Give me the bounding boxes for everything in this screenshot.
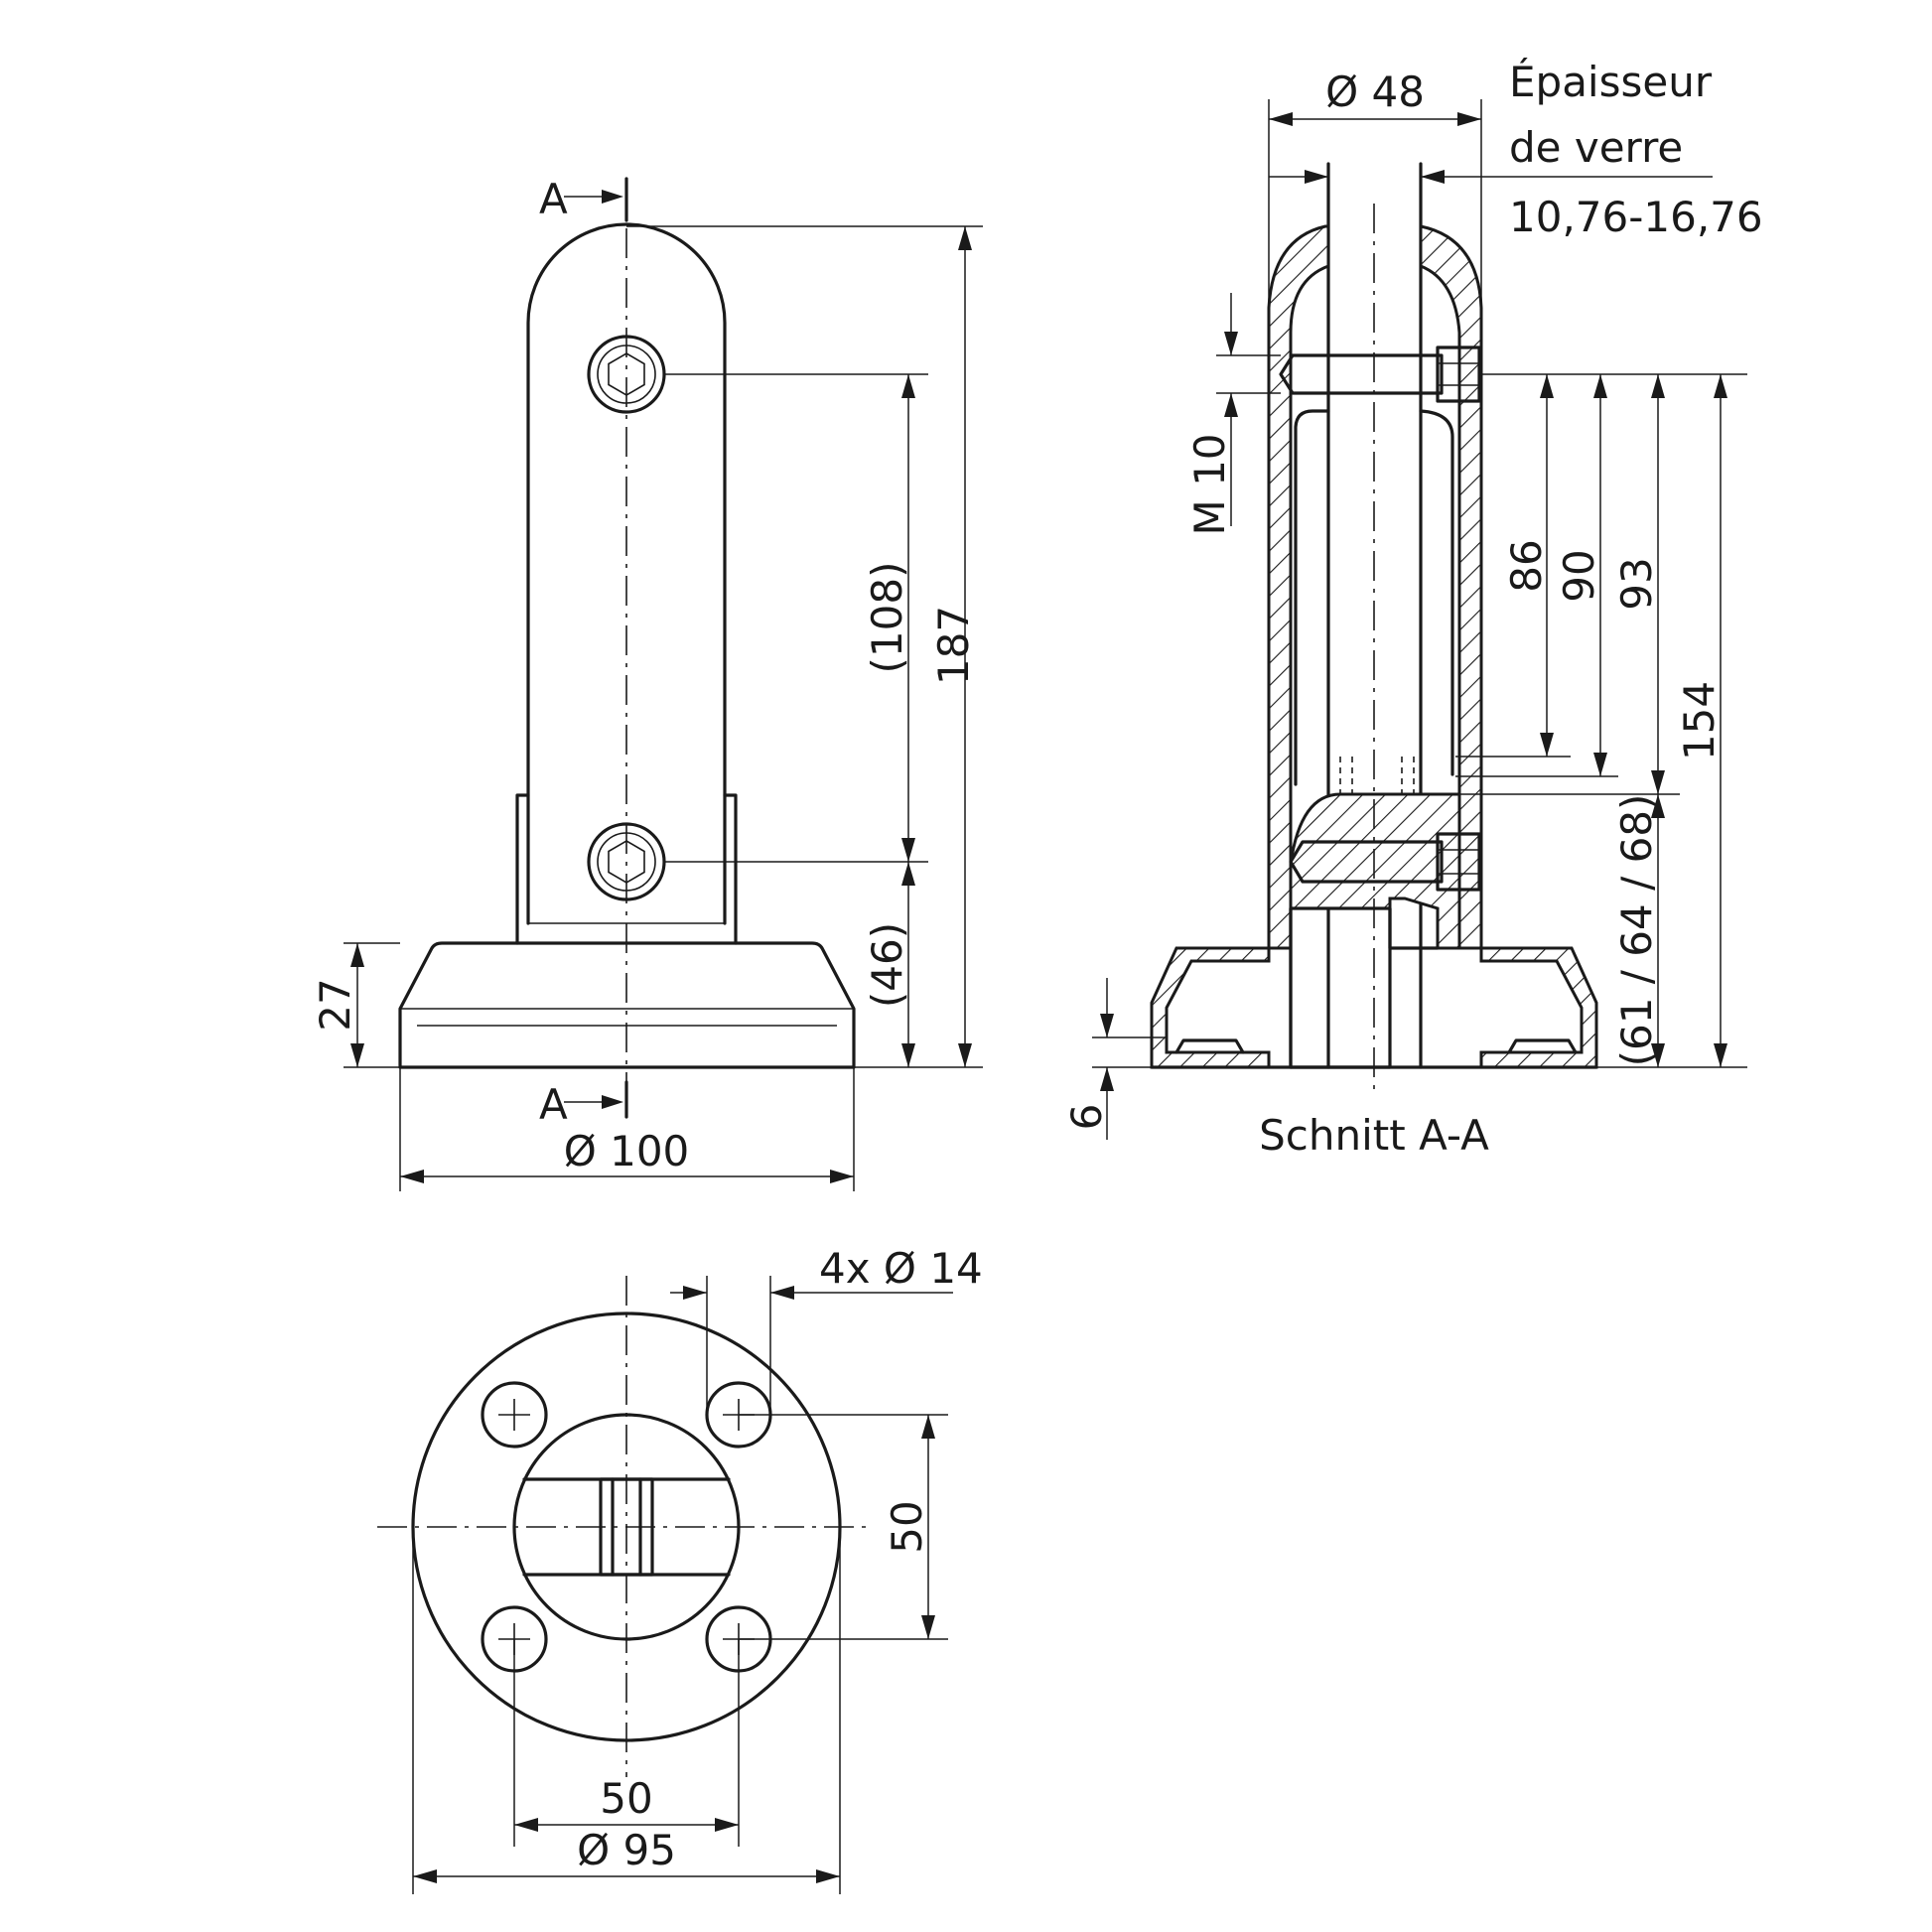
base-flange-right bbox=[1479, 946, 1598, 1069]
dim-base-diameter: Ø 100 bbox=[564, 1127, 690, 1175]
glass-label-line1: Épaisseur bbox=[1509, 57, 1713, 106]
section-caption: Schnitt A-A bbox=[1259, 1111, 1489, 1160]
section-marker-top: A bbox=[539, 175, 568, 223]
base-outline bbox=[398, 941, 856, 1069]
glass-label-line3: 10,76-16,76 bbox=[1509, 193, 1763, 241]
dim-hole-spacing-vertical: 50 bbox=[883, 1500, 931, 1553]
lower-clamp-bolt-icon bbox=[1289, 832, 1481, 892]
right-insert bbox=[1419, 409, 1454, 776]
dim-height-total: 187 bbox=[929, 606, 978, 685]
dim-base-height: 27 bbox=[311, 978, 359, 1031]
dim-thread: M 10 bbox=[1185, 433, 1234, 535]
clamp-body-outline bbox=[526, 222, 727, 925]
clamp-sleeve bbox=[515, 793, 738, 945]
glass-label-line2: de verre bbox=[1509, 123, 1683, 172]
dim-90: 90 bbox=[1555, 549, 1603, 602]
housing-core bbox=[1289, 792, 1461, 950]
dim-flange-diameter: Ø 95 bbox=[577, 1826, 676, 1874]
section-marker-bottom: A bbox=[539, 1080, 568, 1129]
dim-93: 93 bbox=[1612, 557, 1661, 610]
housing-right-wall bbox=[1419, 224, 1483, 950]
dim-154: 154 bbox=[1675, 681, 1724, 760]
bottom-view: 4x Ø 14 50 50 Ø 95 bbox=[377, 1244, 983, 1894]
base-flange-left bbox=[1150, 946, 1271, 1069]
dim-base-plate: 6 bbox=[1062, 1104, 1111, 1131]
left-insert bbox=[1294, 409, 1330, 786]
front-view: A A 187 (108) (46) 27 bbox=[311, 175, 983, 1191]
mounting-hole-icon bbox=[481, 1381, 548, 1449]
dim-lower-range: (61 / 64 / 68) bbox=[1612, 794, 1661, 1067]
section-view: Ø 48 Épaisseur de verre 10,76-16,76 M 10… bbox=[1062, 57, 1763, 1160]
dim-lower-bolt: (46) bbox=[863, 922, 911, 1008]
dim-bolt-spacing: (108) bbox=[863, 562, 911, 674]
dim-holes: 4x Ø 14 bbox=[819, 1244, 983, 1293]
housing-left-wall bbox=[1267, 224, 1330, 950]
dim-hole-spacing-horizontal: 50 bbox=[600, 1774, 652, 1823]
upper-clamp-bolt-icon bbox=[1279, 345, 1481, 403]
dim-tube-diameter: Ø 48 bbox=[1325, 68, 1425, 116]
dim-86: 86 bbox=[1502, 539, 1551, 592]
